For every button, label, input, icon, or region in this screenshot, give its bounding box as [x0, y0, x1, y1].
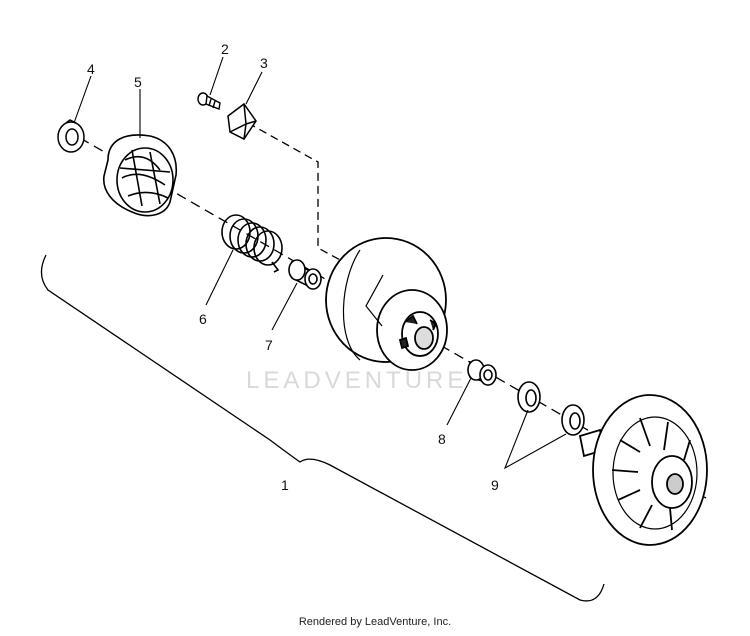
callout-9: 9 [491, 477, 499, 493]
callout-2: 2 [221, 41, 229, 57]
callout-4: 4 [87, 61, 95, 77]
part-washers [517, 381, 585, 436]
callout-6: 6 [199, 311, 207, 327]
callout-7: 7 [265, 337, 273, 353]
part-screw [197, 92, 221, 110]
part-spacer [467, 359, 497, 386]
callout-8: 8 [438, 431, 446, 447]
part-cam [103, 134, 177, 217]
part-snap-ring [57, 119, 85, 153]
part-bushing [288, 259, 322, 290]
watermark-text: LEADVENTURE [246, 367, 467, 394]
callout-1: 1 [281, 477, 289, 493]
part-stationary-sheave [325, 237, 448, 371]
part-spring [221, 214, 283, 273]
footer-credit: Rendered by LeadVenture, Inc. [298, 616, 452, 628]
part-slider-button [227, 102, 257, 140]
callout-3: 3 [260, 55, 268, 71]
leader-lines [73, 56, 567, 470]
assembly-brace [40, 254, 605, 602]
callout-5: 5 [134, 74, 142, 90]
part-movable-sheave [578, 394, 708, 546]
